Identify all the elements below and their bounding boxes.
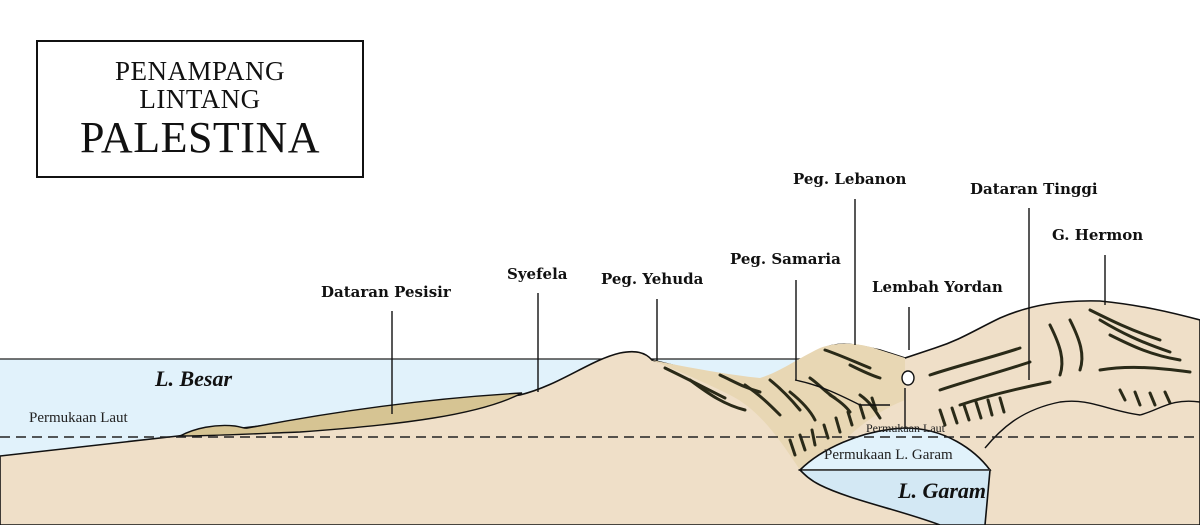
inner-ridge — [794, 379, 890, 406]
label-g-hermon: G. Hermon — [1052, 226, 1144, 244]
label-l-garam: L. Garam — [898, 478, 986, 503]
label-dead-sea-level: Permukaan L. Garam — [824, 447, 953, 463]
dead-sea — [798, 469, 991, 525]
leader-lines — [391, 199, 1106, 414]
hatching-central — [663, 348, 882, 457]
central-mountains — [652, 343, 905, 470]
title-line-3: PALESTINA — [79, 113, 320, 162]
label-syefela: Syefela — [507, 265, 568, 283]
eastern-lower-outline — [984, 400, 1200, 449]
label-peg-lebanon: Peg. Lebanon — [793, 170, 907, 188]
label-peg-yehuda: Peg. Yehuda — [601, 270, 704, 288]
label-sea-level-center: Permukaan Laut — [866, 421, 945, 435]
title-line-1: PENAMPANG — [114, 56, 286, 86]
label-dataran-tinggi: Dataran Tinggi — [970, 180, 1098, 198]
label-lembah-yordan: Lembah Yordan — [872, 278, 1003, 296]
label-peg-samaria: Peg. Samaria — [730, 250, 841, 268]
label-l-besar: L. Besar — [155, 366, 232, 391]
dead-sea-basin-upper — [798, 427, 992, 471]
coastal-plain — [179, 392, 523, 437]
label-dataran-pesisir: Dataran Pesisir — [321, 283, 451, 301]
title-box: PENAMPANG LINTANG PALESTINA — [36, 40, 364, 178]
jordan-river-icon — [901, 370, 915, 386]
label-sea-level-left: Permukaan Laut — [29, 410, 128, 426]
title-line-2: LINTANG — [139, 84, 261, 114]
hatching-east — [928, 308, 1192, 427]
